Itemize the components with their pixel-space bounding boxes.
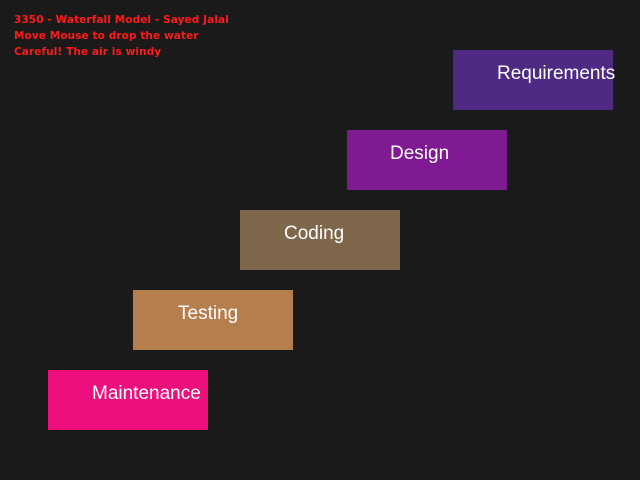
step-label-coding: Coding	[284, 223, 345, 244]
hud-warning: Careful! The air is windy	[14, 46, 162, 58]
step-label-maintenance: Maintenance	[92, 383, 201, 404]
step-label-design: Design	[390, 143, 450, 164]
waterfall-step-design: Design	[347, 130, 507, 190]
waterfall-step-maintenance: Maintenance	[48, 370, 208, 430]
step-label-testing: Testing	[178, 303, 239, 324]
waterfall-step-testing: Testing	[133, 290, 293, 350]
hud-title: 3350 - Waterfall Model - Sayed Jalal	[14, 14, 229, 26]
waterfall-step-requirements: Requirements	[453, 50, 616, 110]
waterfall-step-coding: Coding	[240, 210, 400, 270]
step-label-requirements: Requirements	[497, 63, 616, 84]
hud-instruction: Move Mouse to drop the water	[14, 30, 199, 42]
hud-text-block: 3350 - Waterfall Model - Sayed Jalal Mov…	[14, 12, 229, 60]
